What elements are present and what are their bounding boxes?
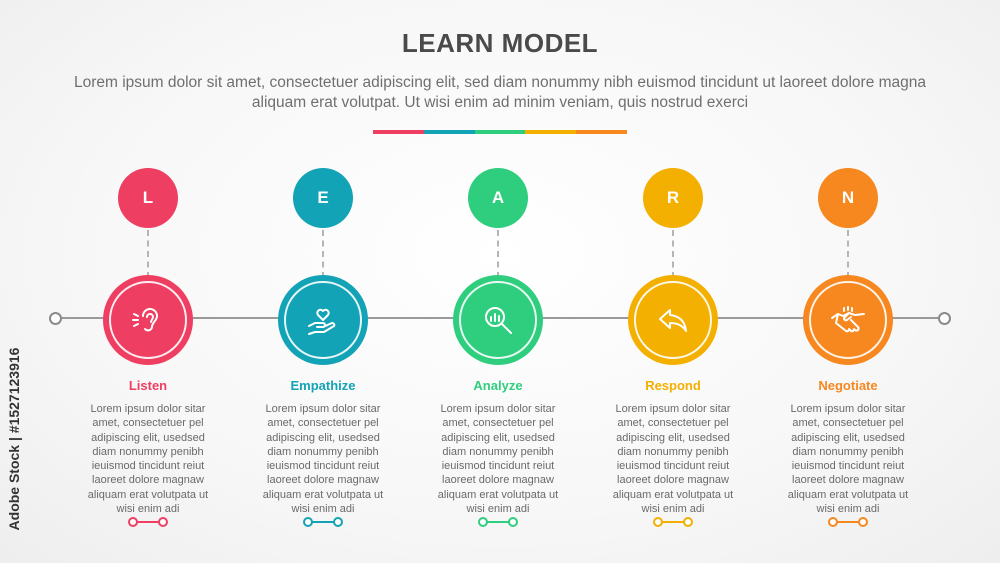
accent-bar — [373, 130, 627, 134]
handshake-icon — [831, 306, 865, 333]
dashed-connector — [147, 230, 149, 278]
icon-circle — [278, 275, 368, 365]
reply-arrow-icon — [659, 309, 687, 332]
step-description: Lorem ipsum dolor sitar amet, consectetu… — [87, 403, 209, 516]
step-label: Empathize — [290, 378, 356, 393]
step-negotiate: N Negotiate Lorem ipsum dolor sitar amet… — [760, 0, 936, 563]
stock-watermark: Adobe Stock | #1527123916 — [6, 347, 22, 531]
step-description: Lorem ipsum dolor sitar amet, consectetu… — [437, 403, 559, 516]
icon-circle — [803, 275, 893, 365]
step-empathize: E Empathize Lorem ipsum dolor sitar amet… — [235, 0, 411, 563]
letter-circle: L — [118, 168, 178, 228]
step-respond: R Respond Lorem ipsum dolor sitar amet, … — [585, 0, 761, 563]
step-description: Lorem ipsum dolor sitar amet, consectetu… — [787, 403, 909, 516]
accent-segment-yellow — [525, 130, 577, 134]
dashed-connector — [672, 230, 674, 278]
step-description: Lorem ipsum dolor sitar amet, consectetu… — [612, 403, 734, 516]
timeline-end-dot — [938, 312, 951, 325]
dashed-connector — [497, 230, 499, 278]
link-connector — [828, 517, 868, 527]
step-label: Respond — [645, 378, 701, 393]
step-analyze: A Analyze Lorem ipsum dolor sitar amet, … — [410, 0, 586, 563]
dashed-connector — [322, 230, 324, 278]
letter-circle: E — [293, 168, 353, 228]
icon-circle — [453, 275, 543, 365]
step-label: Analyze — [473, 378, 523, 393]
icon-circle — [628, 275, 718, 365]
heart-hand-icon — [308, 308, 336, 335]
dashed-connector — [847, 230, 849, 278]
magnify-chart-icon — [485, 307, 512, 334]
timeline-start-dot — [49, 312, 62, 325]
ear-icon — [132, 308, 159, 332]
page-subtitle: Lorem ipsum dolor sit amet, consectetuer… — [73, 74, 927, 111]
page-title: LEARN MODEL — [401, 28, 599, 58]
icon-circle — [103, 275, 193, 365]
step-description: Lorem ipsum dolor sitar amet, consectetu… — [262, 403, 384, 516]
letter-circle: N — [818, 168, 878, 228]
link-connector — [128, 517, 168, 527]
step-label: Negotiate — [818, 378, 878, 393]
link-connector — [478, 517, 518, 527]
accent-segment-green — [474, 130, 526, 134]
link-connector — [303, 517, 343, 527]
accent-segment-teal — [423, 130, 475, 134]
letter-circle: A — [468, 168, 528, 228]
letter-circle: R — [643, 168, 703, 228]
link-connector — [653, 517, 693, 527]
step-listen: L Listen Lorem ipsum dolor sitar amet, c… — [60, 0, 236, 563]
step-label: Listen — [128, 378, 168, 393]
accent-segment-red — [373, 130, 424, 134]
accent-segment-orange — [576, 130, 627, 134]
